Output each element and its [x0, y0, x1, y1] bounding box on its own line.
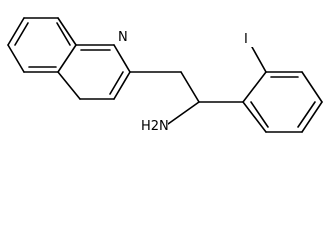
iodophenyl-ring	[198, 46, 323, 133]
quinoline-pyridine-ring	[57, 44, 131, 100]
quinoline-benzo-ring	[7, 17, 77, 73]
atom-label-amine: H2N	[141, 119, 169, 134]
structure-canvas: N I H2N	[7, 17, 323, 134]
ethylamine-chain	[129, 71, 200, 125]
molecule-structure-drawing: N I H2N	[7, 17, 323, 134]
atom-label-nitrogen: N	[118, 30, 128, 45]
atom-label-iodine: I	[244, 32, 248, 47]
